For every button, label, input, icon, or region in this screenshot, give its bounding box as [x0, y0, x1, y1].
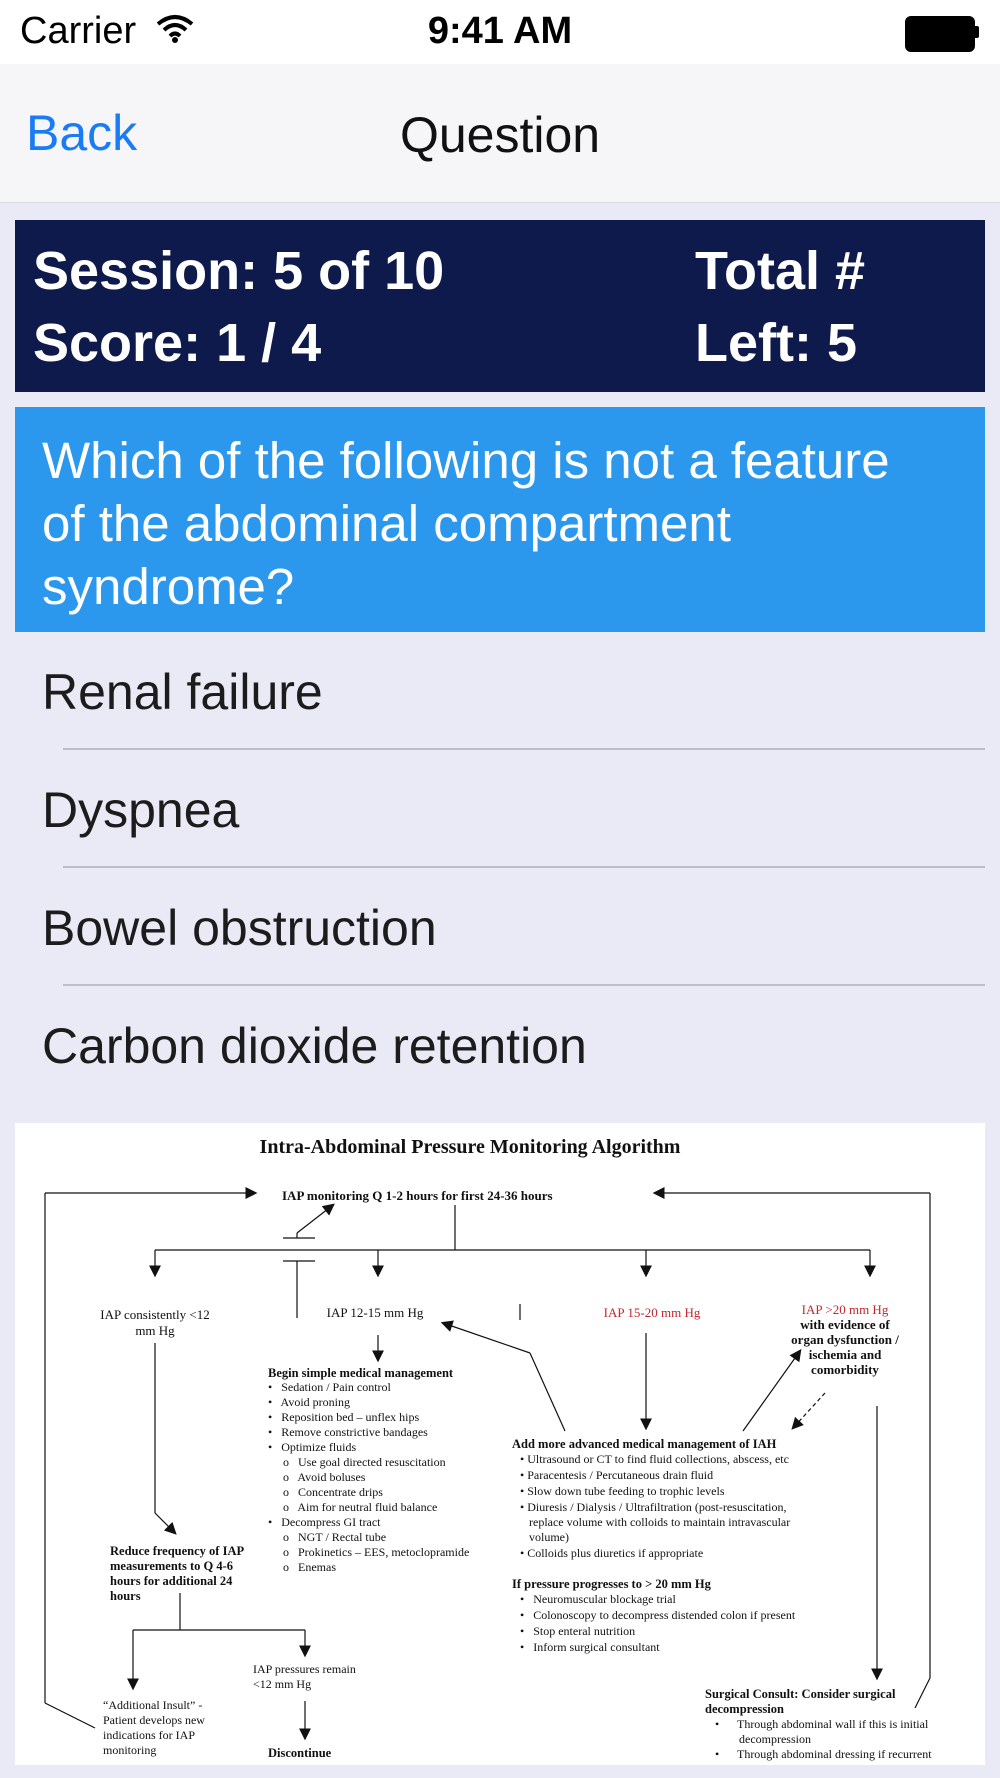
list-item: • Decompress GI tract	[268, 1515, 381, 1529]
insult-line: monitoring	[103, 1743, 156, 1757]
insult-line: Patient develops new	[103, 1713, 205, 1727]
wifi-icon	[155, 14, 195, 49]
list-item: • Stop enteral nutrition	[520, 1624, 635, 1638]
answer-option[interactable]: Renal failure	[15, 632, 985, 750]
algorithm-diagram: Intra-Abdominal Pressure Monitoring Algo…	[44, 1136, 932, 1761]
reduce-line: Reduce frequency of IAP	[110, 1544, 244, 1558]
question-text: Which of the following is not a feature …	[42, 429, 962, 618]
battery-icon	[905, 16, 975, 52]
col1-head-line: IAP consistently <12	[100, 1307, 209, 1322]
col4-head-line: comorbidity	[811, 1362, 879, 1377]
list-item: • Optimize fluids	[268, 1440, 357, 1454]
insult-line: indications for IAP	[103, 1728, 195, 1742]
score: Score: 1 / 4	[33, 313, 322, 373]
answer-option[interactable]: Carbon dioxide retention	[15, 986, 985, 1104]
list-item: • Neuromuscular blockage trial	[520, 1592, 676, 1606]
surgical-head-line: Surgical Consult: Consider surgical	[705, 1687, 896, 1701]
col4-head-line: IAP >20 mm Hg	[802, 1302, 889, 1317]
col3-head: IAP 15-20 mm Hg	[604, 1305, 701, 1320]
col1-head-line: mm Hg	[135, 1323, 175, 1338]
insult-line: “Additional Insult” -	[103, 1698, 202, 1712]
list-item: replace volume with colloids to maintain…	[520, 1515, 790, 1529]
advanced-management-head: Add more advanced medical management of …	[512, 1437, 777, 1451]
separator	[63, 748, 985, 750]
list-item: • Slow down tube feeding to trophic leve…	[520, 1484, 725, 1498]
question-line: syndrome?	[42, 558, 295, 615]
navigation-bar: Back Question	[0, 64, 1000, 203]
discontinue-label: Discontinue	[268, 1746, 332, 1760]
question-line: Which of the following is not a feature	[42, 432, 890, 489]
reduce-line: hours for additional 24	[110, 1574, 233, 1588]
list-item: o Enemas	[268, 1560, 336, 1574]
algorithm-figure: Intra-Abdominal Pressure Monitoring Algo…	[15, 1123, 985, 1765]
status-bar: Carrier 9:41 AM	[0, 0, 1000, 64]
figure-title: Intra-Abdominal Pressure Monitoring Algo…	[260, 1136, 681, 1158]
answer-list: Renal failure Dyspnea Bowel obstruction …	[15, 632, 985, 1122]
list-item: o Use goal directed resuscitation	[268, 1455, 446, 1469]
questions-left: Left: 5	[695, 313, 857, 373]
progress-list: • Neuromuscular blockage trial • Colonos…	[520, 1592, 796, 1654]
list-item: • Remove constrictive bandages	[268, 1425, 428, 1439]
question-panel: Which of the following is not a feature …	[15, 407, 985, 632]
list-item: • Avoid proning	[268, 1395, 350, 1409]
list-item: • Reposition bed – unflex hips	[268, 1410, 420, 1424]
list-item: • Through abdominal dressing if recurren…	[715, 1747, 932, 1761]
separator	[63, 984, 985, 986]
answer-label: Renal failure	[42, 664, 323, 720]
list-item: • Colonoscopy to decompress distended co…	[520, 1608, 796, 1622]
total-label: Total #	[695, 241, 866, 301]
list-item: o Prokinetics – EES, metoclopramide	[268, 1545, 469, 1559]
col2-head: IAP 12-15 mm Hg	[327, 1305, 424, 1320]
list-item: • Paracentesis / Percutaneous drain flui…	[520, 1468, 713, 1482]
flow-connectors	[44, 1187, 931, 1741]
nav-title: Question	[399, 107, 601, 163]
simple-management-list: • Sedation / Pain control • Avoid pronin…	[268, 1380, 469, 1574]
list-item: • Inform surgical consultant	[520, 1640, 660, 1654]
monitoring-box: IAP monitoring Q 1-2 hours for first 24-…	[282, 1188, 553, 1203]
session-panel: Session: 5 of 10 Score: 1 / 4 Total # Le…	[15, 220, 985, 392]
surgical-head-line: decompression	[705, 1702, 784, 1716]
answer-label: Carbon dioxide retention	[42, 1018, 587, 1074]
list-item: decompression	[715, 1732, 811, 1746]
remain-line: IAP pressures remain	[253, 1662, 356, 1676]
list-item: • Ultrasound or CT to find fluid collect…	[520, 1452, 789, 1466]
answer-label: Bowel obstruction	[42, 900, 437, 956]
list-item: volume)	[520, 1530, 569, 1544]
reduce-line: hours	[110, 1589, 141, 1603]
list-item: • Through abdominal wall if this is init…	[715, 1717, 929, 1731]
list-item: • Colloids plus diuretics if appropriate	[520, 1546, 703, 1560]
question-line: of the abdominal compartment	[42, 495, 731, 552]
answer-label: Dyspnea	[42, 782, 240, 838]
remain-line: <12 mm Hg	[253, 1677, 311, 1691]
simple-management-head: Begin simple medical management	[268, 1366, 454, 1380]
progress-head: If pressure progresses to > 20 mm Hg	[512, 1577, 712, 1591]
list-item: o Concentrate drips	[268, 1485, 383, 1499]
session-count: Session: 5 of 10	[33, 241, 445, 301]
list-item: • Sedation / Pain control	[268, 1380, 392, 1394]
back-button[interactable]: Back	[26, 105, 138, 161]
reduce-line: measurements to Q 4-6	[110, 1559, 233, 1573]
clock: 9:41 AM	[427, 10, 573, 52]
col4-head-line: organ dysfunction /	[791, 1332, 899, 1347]
col4-head-line: with evidence of	[800, 1317, 890, 1332]
list-item: • Diuresis / Dialysis / Ultrafiltration …	[520, 1500, 787, 1514]
separator	[63, 866, 985, 868]
col4-head-line: ischemia and	[809, 1347, 882, 1362]
advanced-management-list: • Ultrasound or CT to find fluid collect…	[520, 1452, 790, 1560]
answer-option[interactable]: Bowel obstruction	[15, 868, 985, 986]
battery-tip	[974, 26, 979, 38]
carrier-label: Carrier	[20, 10, 137, 52]
answer-option[interactable]: Dyspnea	[15, 750, 985, 868]
list-item: o Avoid boluses	[268, 1470, 366, 1484]
list-item: o Aim for neutral fluid balance	[268, 1500, 437, 1514]
list-item: o NGT / Rectal tube	[268, 1530, 386, 1544]
